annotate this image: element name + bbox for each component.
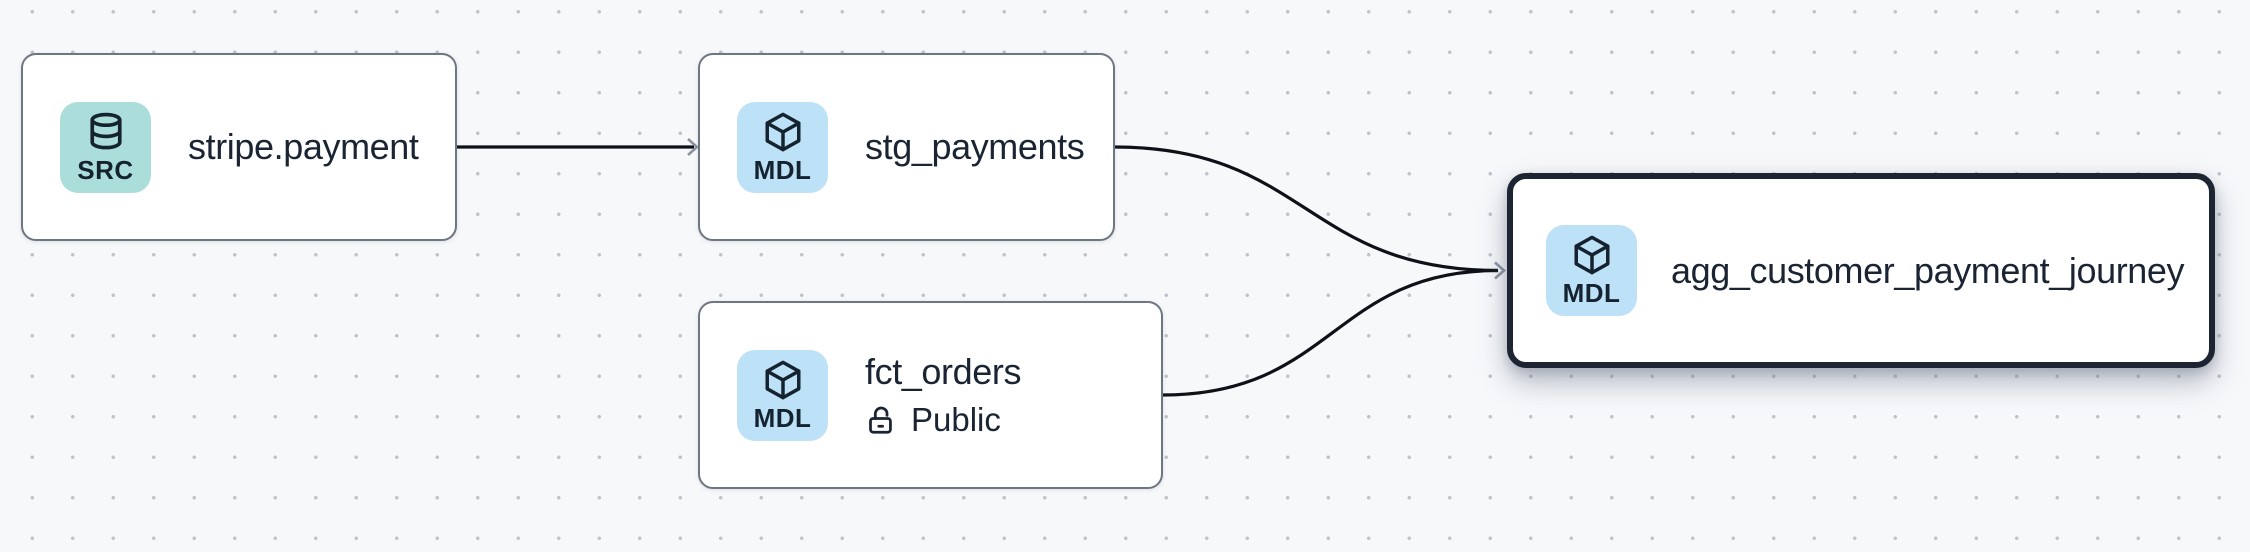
node-stripe-payment[interactable]: SRC stripe.payment — [21, 53, 457, 241]
badge-label: MDL — [753, 154, 812, 185]
unlock-icon — [869, 406, 892, 434]
cube-icon — [1573, 235, 1610, 275]
node-title: stg_payments — [865, 126, 1085, 168]
access-label: Public — [911, 401, 1001, 439]
badge-label: MDL — [753, 402, 812, 433]
badge-label: SRC — [77, 154, 134, 185]
cube-icon — [764, 112, 801, 152]
access-badge: Public — [865, 401, 1021, 439]
mdl-badge: MDL — [1546, 225, 1637, 316]
edge-stg-payments-to-agg-customer-payment-journey[interactable] — [1114, 145, 1499, 273]
mdl-badge: MDL — [737, 101, 828, 193]
database-icon — [89, 112, 122, 150]
badge-label: MDL — [1562, 278, 1621, 309]
cube-icon — [764, 360, 801, 400]
node-title: fct_orders — [865, 350, 1022, 392]
node-title: agg_customer_payment_journey — [1671, 249, 2185, 291]
node-fct-orders[interactable]: MDL fct_orders Public — [698, 301, 1163, 489]
edge-fct-orders-to-agg-customer-payment-journey[interactable] — [1162, 268, 1499, 397]
mdl-badge: MDL — [737, 349, 828, 441]
node-stg-payments[interactable]: MDL stg_payments — [698, 53, 1115, 241]
node-title: stripe.payment — [188, 126, 419, 168]
node-agg-customer-payment-journey[interactable]: MDL agg_customer_payment_journey — [1507, 173, 2215, 368]
src-badge: SRC — [60, 101, 151, 193]
